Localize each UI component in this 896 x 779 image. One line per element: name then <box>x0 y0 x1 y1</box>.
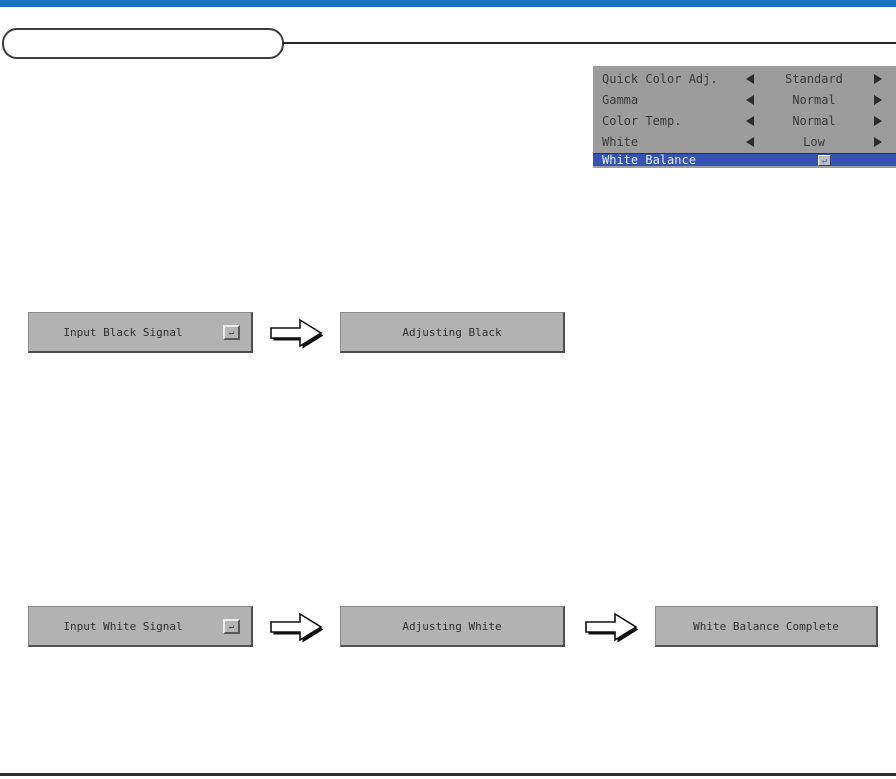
decrease-arrow-icon[interactable] <box>746 94 754 105</box>
status-label: White Balance Complete <box>693 619 839 633</box>
menu-item-value: Normal <box>792 114 836 129</box>
button-label: Input Black Signal <box>63 325 183 339</box>
osd-menu-item-white-balance-selected[interactable]: White Balance ↵ <box>593 153 896 167</box>
increase-arrow-icon[interactable] <box>874 137 882 148</box>
menu-item-value: Standard <box>785 71 843 86</box>
section-title-pill <box>2 28 284 59</box>
menu-item-label: White <box>602 135 639 150</box>
menu-item-label: Quick Color Adj. <box>602 71 718 86</box>
status-label: Adjusting White <box>402 619 502 633</box>
increase-arrow-icon[interactable] <box>874 73 882 84</box>
enter-glyph: ↵ <box>228 621 235 632</box>
button-label: Input White Signal <box>63 619 183 633</box>
enter-icon: ↵ <box>223 619 240 634</box>
decrease-arrow-icon[interactable] <box>746 73 754 84</box>
osd-menu-item-quick-color-adj[interactable]: Quick Color Adj. Standard <box>593 68 896 89</box>
menu-item-label: White Balance <box>602 153 696 167</box>
menu-item-value: Low <box>803 135 825 150</box>
footer-rule <box>0 773 896 776</box>
osd-menu-item-white[interactable]: White Low <box>593 132 896 153</box>
flow-arrow-icon <box>270 318 324 349</box>
menu-item-label: Color Temp. <box>602 114 682 129</box>
input-black-signal-button[interactable]: Input Black Signal ↵ <box>28 312 253 353</box>
increase-arrow-icon[interactable] <box>874 116 882 127</box>
enter-glyph: ↵ <box>821 155 828 166</box>
osd-menu: Quick Color Adj. Standard Gamma Normal C… <box>593 66 896 168</box>
increase-arrow-icon[interactable] <box>874 94 882 105</box>
adjusting-black-status-box: Adjusting Black <box>340 312 565 353</box>
flow-arrow-icon <box>270 612 324 643</box>
white-balance-complete-status-box: White Balance Complete <box>655 606 878 647</box>
enter-icon[interactable]: ↵ <box>818 155 831 166</box>
decrease-arrow-icon[interactable] <box>746 116 754 127</box>
enter-glyph: ↵ <box>228 327 235 338</box>
menu-item-label: Gamma <box>602 92 639 107</box>
decrease-arrow-icon[interactable] <box>746 137 754 148</box>
menu-item-value: Normal <box>792 92 836 107</box>
osd-menu-item-gamma[interactable]: Gamma Normal <box>593 89 896 110</box>
enter-icon: ↵ <box>223 325 240 340</box>
status-label: Adjusting Black <box>402 325 502 339</box>
osd-menu-item-color-temp[interactable]: Color Temp. Normal <box>593 111 896 132</box>
input-white-signal-button[interactable]: Input White Signal ↵ <box>28 606 253 647</box>
adjusting-white-status-box: Adjusting White <box>340 606 565 647</box>
top-accent-bar <box>0 0 896 7</box>
flow-arrow-icon <box>585 612 639 643</box>
header-rule <box>283 42 896 44</box>
